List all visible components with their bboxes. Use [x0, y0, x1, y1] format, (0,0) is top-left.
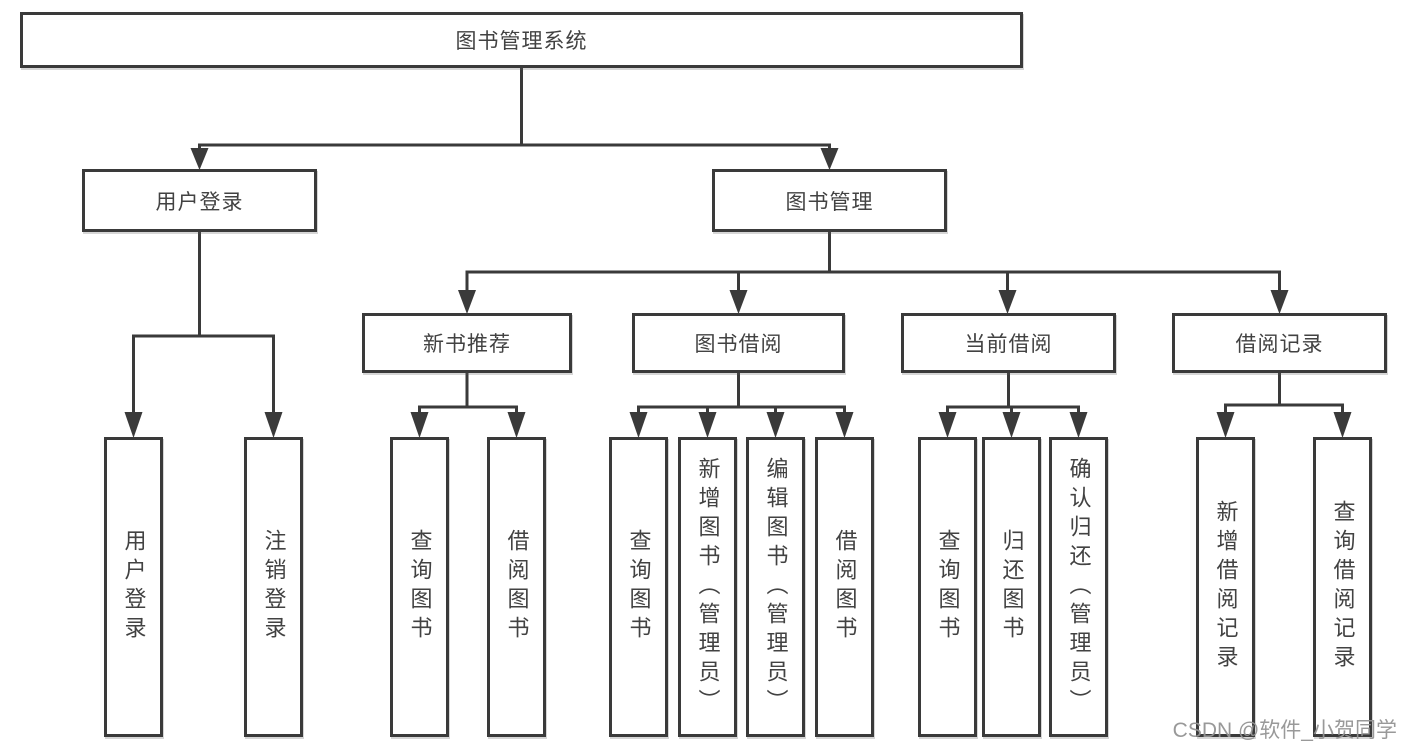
connector-newbook-to-leaves: [410, 371, 526, 438]
node-book-management-label: 图书管理: [785, 190, 874, 214]
leaf-borrow-books-1-label: 借阅图书: [504, 529, 530, 645]
leaf-query-books-2-label: 查询图书: [626, 529, 652, 645]
leaf-edit-books-admin-label: 编辑图书（管理员）: [763, 456, 789, 718]
leaf-borrow-books-2: 借阅图书: [815, 437, 874, 737]
leaf-query-borrow-record-label: 查询借阅记录: [1330, 500, 1356, 674]
node-book-management: 图书管理: [712, 169, 947, 232]
node-user-login: 用户登录: [82, 169, 317, 232]
leaf-add-borrow-record-label: 新增借阅记录: [1213, 500, 1239, 674]
leaf-query-books-1: 查询图书: [390, 437, 449, 737]
node-current-borrowing: 当前借阅: [901, 313, 1116, 373]
connector-bookmgmt-to-level3: [458, 230, 1289, 314]
node-new-book-recommendation: 新书推荐: [362, 313, 572, 373]
leaf-return-books: 归还图书: [982, 437, 1041, 737]
leaf-query-borrow-record: 查询借阅记录: [1313, 437, 1372, 737]
leaf-borrow-books-2-label: 借阅图书: [832, 529, 858, 645]
connector-root-to-level2: [190, 66, 839, 170]
csdn-watermark: CSDN @软件_小贺同学: [1172, 719, 1397, 742]
connector-records-to-leaves: [1216, 371, 1352, 438]
leaf-add-books-admin: 新增图书（管理员）: [678, 437, 737, 737]
leaf-add-books-admin-label: 新增图书（管理员）: [695, 456, 721, 718]
node-new-book-recommendation-label: 新书推荐: [423, 333, 511, 356]
leaf-user-login-label: 用户登录: [121, 529, 147, 645]
leaf-query-books-2: 查询图书: [609, 437, 668, 737]
node-user-login-label: 用户登录: [155, 190, 244, 214]
node-borrowing-records: 借阅记录: [1172, 313, 1387, 373]
connector-current-to-leaves: [938, 371, 1088, 438]
leaf-logout-label: 注销登录: [261, 529, 287, 645]
leaf-add-borrow-record: 新增借阅记录: [1196, 437, 1255, 737]
node-library-system-label: 图书管理系统: [455, 30, 588, 53]
node-book-borrowing: 图书借阅: [632, 313, 845, 373]
node-book-borrowing-label: 图书借阅: [694, 333, 783, 356]
connector-borrow-to-leaves: [629, 371, 854, 438]
leaf-query-books-1-label: 查询图书: [407, 529, 433, 645]
leaf-query-books-3: 查询图书: [918, 437, 977, 737]
leaf-return-books-label: 归还图书: [999, 529, 1025, 645]
connector-login-to-leaves: [124, 230, 283, 438]
node-current-borrowing-label: 当前借阅: [964, 333, 1053, 356]
leaf-confirm-return-admin: 确认归还（管理员）: [1049, 437, 1108, 737]
node-borrowing-records-label: 借阅记录: [1235, 333, 1324, 356]
leaf-confirm-return-admin-label: 确认归还（管理员）: [1066, 456, 1092, 718]
leaf-user-login: 用户登录: [104, 437, 163, 737]
node-library-system: 图书管理系统: [20, 12, 1023, 68]
leaf-logout: 注销登录: [244, 437, 303, 737]
leaf-edit-books-admin: 编辑图书（管理员）: [746, 437, 805, 737]
leaf-borrow-books-1: 借阅图书: [487, 437, 546, 737]
leaf-query-books-3-label: 查询图书: [935, 529, 961, 645]
